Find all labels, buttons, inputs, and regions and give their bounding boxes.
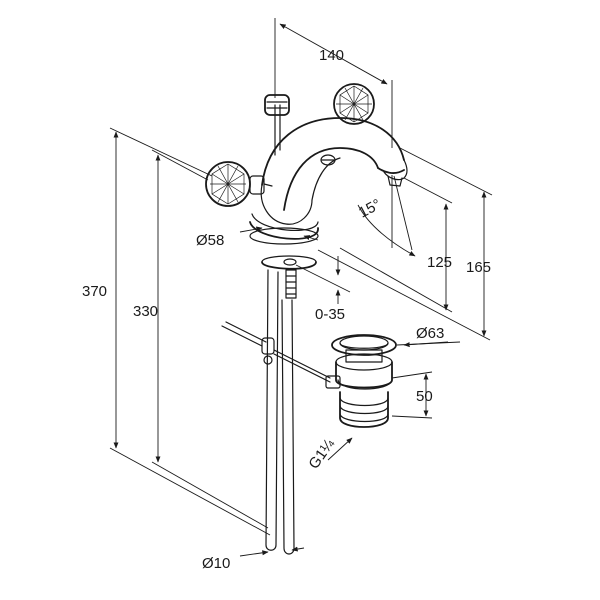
right-handle bbox=[333, 83, 375, 125]
dim-diameter-63: Ø63 bbox=[416, 325, 444, 342]
dim-angle-15: 15° bbox=[356, 196, 384, 222]
dim-width-140: 140 bbox=[319, 47, 344, 64]
dim-height-50: 50 bbox=[416, 388, 433, 405]
dimension-lines bbox=[109, 18, 493, 557]
dim-height-370: 370 bbox=[82, 283, 107, 300]
left-handle bbox=[205, 161, 273, 207]
popup-rod bbox=[221, 321, 331, 383]
dim-diameter-58: Ø58 bbox=[196, 232, 224, 249]
dimension-labels: 140 370 330 Ø58 15° 125 165 0-35 Ø63 50 … bbox=[82, 47, 491, 572]
supply-pipes bbox=[265, 269, 295, 555]
popup-waste bbox=[325, 334, 397, 428]
dim-height-125: 125 bbox=[427, 254, 452, 271]
dim-range-0-35: 0-35 bbox=[315, 306, 345, 323]
faucet-body bbox=[249, 94, 408, 299]
dim-thread-g114: G1¼ bbox=[305, 436, 338, 473]
dim-height-330: 330 bbox=[133, 303, 158, 320]
dim-height-165: 165 bbox=[466, 259, 491, 276]
dim-diameter-10: Ø10 bbox=[202, 555, 230, 572]
